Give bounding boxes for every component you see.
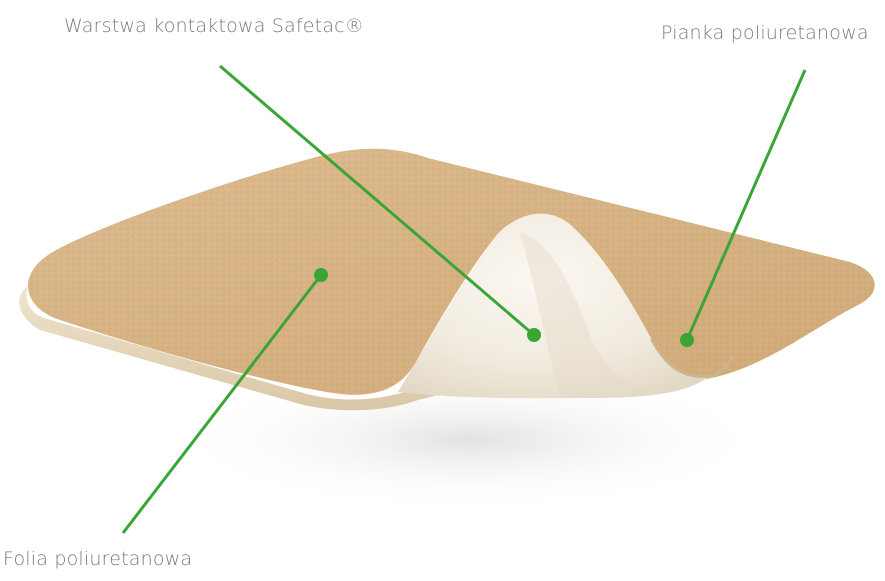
marker-dot-film — [314, 268, 328, 282]
label-foam: Pianka poliuretanowa — [661, 22, 869, 44]
label-film: Folia poliuretanowa — [3, 548, 192, 570]
label-contact-layer: Warstwa kontaktowa Safetac® — [64, 15, 364, 37]
marker-dot-foam — [680, 333, 694, 347]
marker-dot-contact-layer — [527, 328, 541, 342]
